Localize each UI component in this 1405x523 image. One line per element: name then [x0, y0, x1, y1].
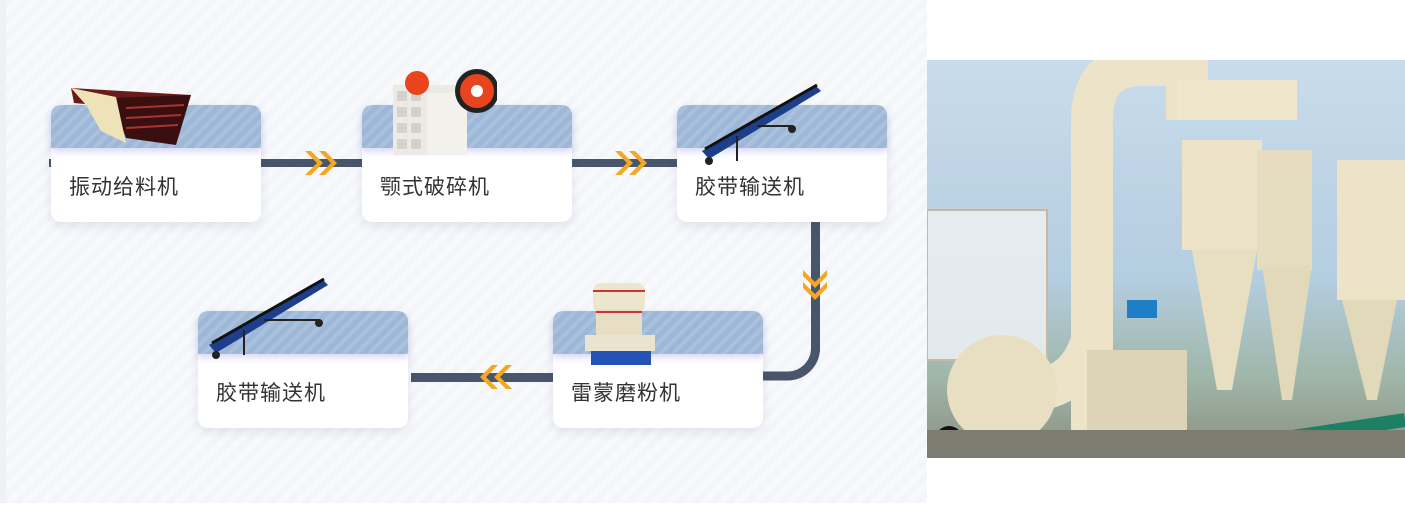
arrow-left-icon [480, 365, 512, 389]
step-label: 胶带输送机 [695, 175, 805, 199]
connector-curve [761, 340, 820, 381]
arrow-right-icon [615, 151, 647, 175]
step-label: 雷蒙磨粉机 [571, 381, 681, 405]
arrow-right-icon [305, 151, 337, 175]
raymond-mill-image [585, 283, 655, 365]
vibrating-feeder-image [71, 88, 191, 145]
belt-conveyor-image [209, 277, 328, 359]
jaw-crusher-image [393, 69, 497, 155]
connector-line [411, 373, 563, 382]
step-label: 振动给料机 [69, 175, 179, 199]
step-label: 颚式破碎机 [380, 175, 490, 199]
step-card-belt-conveyor[interactable]: 胶带输送机 [677, 83, 887, 222]
step-card-raymond-mill[interactable]: 雷蒙磨粉机 [553, 283, 763, 428]
step-label: 胶带输送机 [216, 381, 326, 405]
step-card-jaw-crusher[interactable]: 颚式破碎机 [362, 69, 572, 222]
step-card-vibrating-feeder[interactable]: 振动给料机 [51, 88, 261, 222]
belt-conveyor-image [702, 83, 821, 165]
step-card-belt-conveyor-2[interactable]: 胶带输送机 [198, 277, 408, 428]
process-flow-panel: 振动给料机 颚式破碎机 胶带输送机 [0, 0, 927, 503]
plant-illustration [927, 60, 1405, 458]
raymond-mill-plant-photo [927, 60, 1405, 458]
arrow-down-icon [803, 270, 827, 300]
